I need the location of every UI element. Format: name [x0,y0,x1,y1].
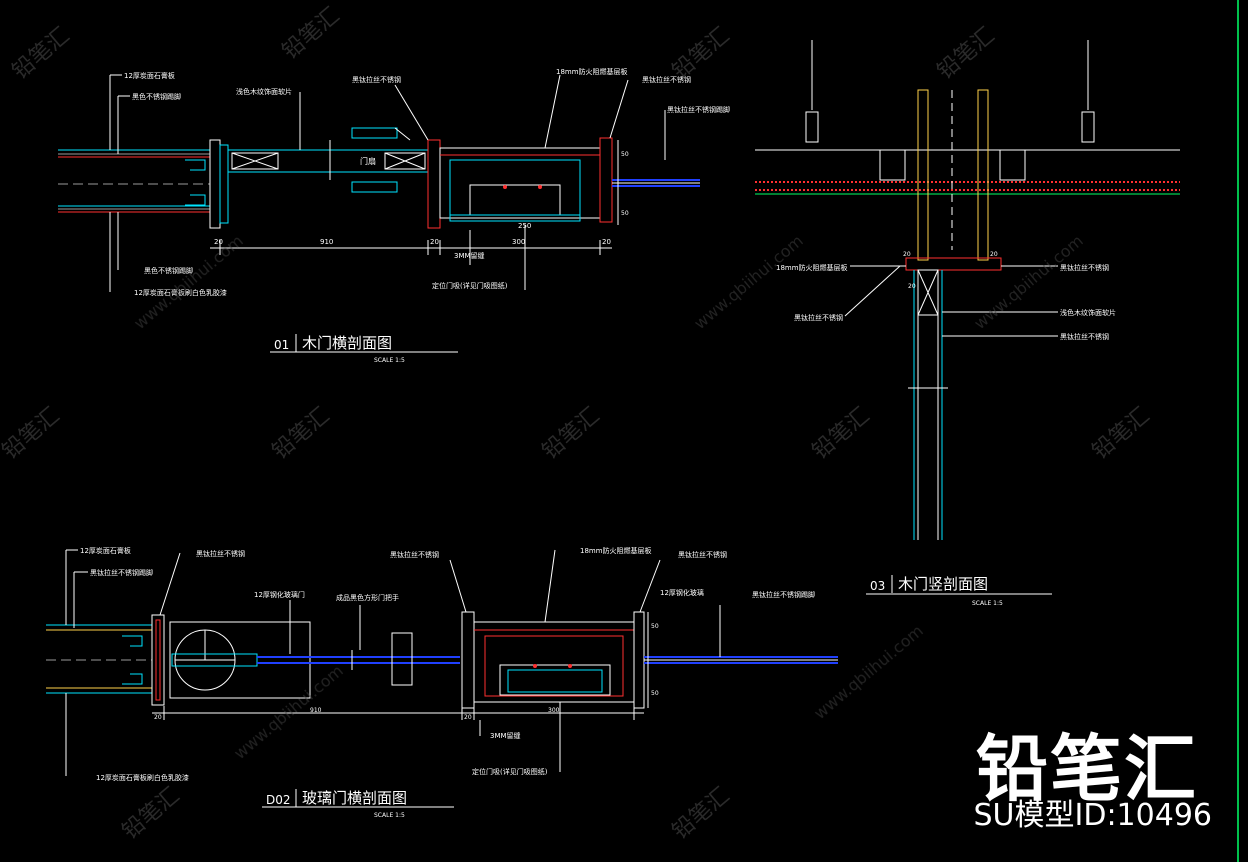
label-stone-01: 12厚炭面石膏板 [124,71,175,80]
dim-20b-02: 20 [464,714,472,721]
label-bottom-board-01: 12厚炭面石膏板刷白色乳胶漆 [134,288,227,297]
dim-50b-02: 50 [651,690,659,697]
label-ss-left-03: 黑钛拉丝不锈钢 [794,313,843,322]
label-ss3-01: 黑钛拉丝不锈钢踢脚 [667,105,730,114]
label-glass-02: 12厚钢化玻璃 [660,588,704,597]
watermark-brand: 铅笔汇 [933,23,1000,85]
ceiling-03 [755,40,1180,195]
drawing-number-01: 01 [274,338,289,352]
label-stone-02: 12厚炭面石膏板 [80,546,131,555]
dim-250-01: 250 [518,222,531,230]
drawing-03-wood-door-vertical-section: 18mm防火阻燃基层板 黑钛拉丝不锈钢 黑钛拉丝不锈钢 浅色木纹饰面软片 黑钛拉… [755,40,1180,607]
watermark-brand: 铅笔汇 [668,783,735,845]
drawing-01-wood-door-plan-section: 12厚炭面石膏板 黑色不锈钢踢脚 浅色木纹饰面软片 门扇 黑钛拉丝不锈钢 18m… [58,67,730,364]
watermark-site: www.qbiihui.com [230,661,346,763]
label-bottom-board-02: 12厚炭面石膏板刷白色乳胶漆 [96,773,189,782]
label-ss-trim-01: 黑色不锈钢踢脚 [132,92,181,101]
dim-20a-01: 20 [214,238,223,246]
wall-vertical-03 [905,89,1002,540]
dims-02 [152,612,649,720]
label-gap-01: 3MM留缝 [454,251,485,260]
watermark-site: www.qbiihui.com [130,231,246,333]
leaders-02 [65,549,721,776]
door-leaf-01 [227,127,429,193]
watermark-brand: 铅笔汇 [8,23,75,85]
wall-left-02 [46,614,165,706]
dim-50a-01: 50 [621,151,629,158]
dims-01 [210,140,619,255]
label-ss-trim-02: 黑钛拉丝不锈钢踢脚 [90,568,153,577]
watermark-brand: 铅笔汇 [118,783,185,845]
leaders-01 [109,74,666,292]
label-panel-01: 浅色木纹饰面软片 [236,87,292,96]
dim-50b-01: 50 [621,210,629,217]
leaders-03 [844,265,1058,337]
label-ss-a-02: 黑钛拉丝不锈钢 [196,549,245,558]
drawing-scale-02: SCALE 1:5 [374,812,405,819]
dim-20b-01: 20 [430,238,439,246]
glass-door-02 [169,621,460,699]
watermark-brand: 铅笔汇 [1088,403,1155,465]
watermark-site: www.qbiihui.com [690,231,806,333]
label-gap-02: 3MM留缝 [490,731,521,740]
drawing-number-03: 03 [870,579,885,593]
dim-910-02: 910 [310,707,322,714]
label-door-leaf-01: 门扇 [360,156,376,166]
label-handle-02: 成品黑色方形门把手 [336,593,399,602]
watermark-brand: 铅笔汇 [538,403,605,465]
dim-910-01: 910 [320,238,333,246]
door-frame-right-02 [461,611,838,709]
label-ss-d-02: 黑钛拉丝不锈钢踢脚 [752,590,815,599]
label-closer-02: 定位门吸(详见门吸图纸) [472,767,548,776]
model-id-text: SU模型ID:10496 [973,798,1213,833]
dim-20a-03: 20 [903,251,911,258]
label-ss1-01: 黑钛拉丝不锈钢 [352,75,401,84]
label-ss-right2-03: 黑钛拉丝不锈钢 [1060,332,1109,341]
watermark-site: www.qbiihui.com [810,621,926,723]
label-fire-board-03: 18mm防火阻燃基层板 [776,263,848,272]
dim-50a-02: 50 [651,623,659,630]
dim-300-01: 300 [512,238,525,246]
watermark-brand: 铅笔汇 [808,403,875,465]
label-fire-board-02: 18mm防火阻燃基层板 [580,546,652,555]
dim-20b-03: 20 [990,251,998,258]
drawing-number-02: D02 [266,793,291,807]
door-frame-right-01 [427,137,700,229]
label-ss-b-02: 黑钛拉丝不锈钢 [390,550,439,559]
wall-left-01 [58,139,229,229]
watermark-brand: 铅笔汇 [278,3,345,65]
dim-20a-02: 20 [154,714,162,721]
dim-20c-03: 20 [908,283,916,290]
dim-300-02: 300 [548,707,560,714]
watermark-brand: 铅笔汇 [668,23,735,85]
watermark-brand: 铅笔汇 [0,403,64,465]
dim-20c-01: 20 [602,238,611,246]
drawing-scale-01: SCALE 1:5 [374,357,405,364]
label-ss-c-02: 黑钛拉丝不锈钢 [678,550,727,559]
watermark-brand: 铅笔汇 [268,403,335,465]
label-closer-01: 定位门吸(详见门吸图纸) [432,281,508,290]
label-ss-right-03: 黑钛拉丝不锈钢 [1060,263,1109,272]
drawing-title-02: 玻璃门横剖面图 [302,789,407,807]
drawing-scale-03: SCALE 1:5 [972,600,1003,607]
label-ss2-01: 黑钛拉丝不锈钢 [642,75,691,84]
label-glass-door-02: 12厚钢化玻璃门 [254,590,305,599]
watermark-site-layer: www.qbiihui.com www.qbiihui.com www.qbii… [130,231,1086,763]
label-fire-board-01: 18mm防火阻燃基层板 [556,67,628,76]
drawing-title-03: 木门竖剖面图 [898,575,988,593]
label-panel-03: 浅色木纹饰面软片 [1060,308,1116,317]
brand-logo-text: 铅笔汇 [975,727,1198,811]
drawing-02-glass-door-plan-section: 12厚炭面石膏板 黑钛拉丝不锈钢踢脚 黑钛拉丝不锈钢 12厚钢化玻璃门 成品黑色… [46,546,838,819]
drawing-title-01: 木门横剖面图 [302,334,392,352]
label-bottom-trim-01: 黑色不锈钢踢脚 [144,266,193,275]
